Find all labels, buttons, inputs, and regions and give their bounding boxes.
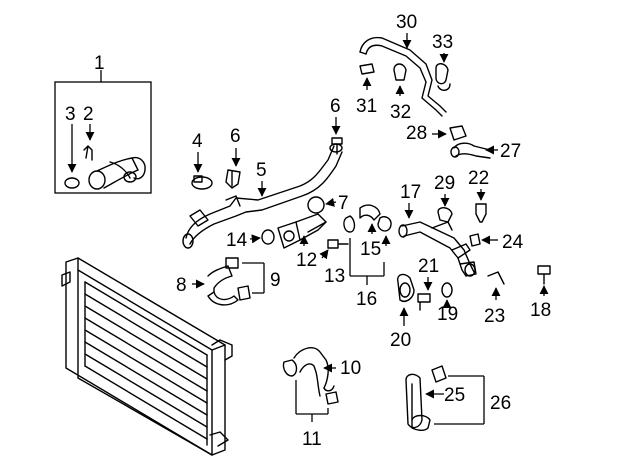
callout-8[interactable]: 8: [176, 275, 187, 296]
clamp-9-top: [225, 257, 239, 269]
clamp-11-top: [282, 359, 298, 377]
callout-5[interactable]: 5: [256, 160, 267, 181]
radiator-fins: [84, 281, 208, 446]
callout-2[interactable]: 2: [83, 104, 94, 125]
bolt-12: [327, 239, 349, 249]
thermostat-20: [396, 273, 415, 302]
callout-29[interactable]: 29: [434, 173, 455, 194]
seal-19: [441, 282, 453, 298]
callout-6-top[interactable]: 6: [330, 96, 341, 117]
bolt-6-top: [331, 137, 343, 155]
callout-18[interactable]: 18: [530, 300, 551, 321]
clamp-28: [449, 125, 467, 141]
callout-23[interactable]: 23: [484, 306, 505, 327]
callout-11[interactable]: 11: [302, 429, 322, 450]
callout-13[interactable]: 13: [324, 266, 345, 287]
callout-31[interactable]: 31: [356, 96, 377, 117]
callout-22[interactable]: 22: [468, 168, 489, 189]
clamp-11-bottom: [325, 391, 339, 405]
bracket-13-16: [349, 238, 385, 285]
callout-25[interactable]: 25: [444, 385, 465, 406]
short-hose: [359, 204, 381, 221]
callout-28[interactable]: 28: [406, 123, 427, 144]
clip: [83, 145, 93, 161]
callout-33[interactable]: 33: [432, 32, 453, 53]
callout-16[interactable]: 16: [356, 289, 377, 310]
radiator: [61, 257, 233, 456]
kit-hose: [88, 156, 146, 190]
callout-26[interactable]: 26: [490, 393, 511, 414]
bolt-18: [537, 265, 551, 285]
callout-17[interactable]: 17: [400, 182, 421, 203]
callout-24[interactable]: 24: [502, 232, 524, 253]
callout-32[interactable]: 32: [390, 102, 411, 123]
clip-31: [359, 63, 375, 75]
breather-pipe-30: [359, 36, 447, 117]
bolt-21: [417, 293, 431, 311]
coolant-pipe-17: [398, 221, 477, 277]
hose-27: [450, 142, 491, 159]
seal-ring: [64, 177, 80, 189]
callout-27[interactable]: 27: [500, 141, 521, 162]
clamp-26-bottom: [411, 414, 431, 431]
lower-hose-10: [293, 347, 335, 397]
callout-14[interactable]: 14: [226, 230, 248, 251]
callout-12[interactable]: 12: [296, 250, 317, 271]
bracket-9: [242, 262, 265, 294]
kit-box: [54, 81, 152, 194]
callout-6-left[interactable]: 6: [230, 126, 241, 147]
callout-21[interactable]: 21: [418, 256, 439, 277]
callout-19[interactable]: 19: [437, 304, 458, 325]
clamp-9-bottom: [237, 285, 251, 301]
callout-15[interactable]: 15: [360, 239, 381, 260]
callout-1[interactable]: 1: [94, 53, 105, 74]
clamp-4: [191, 175, 213, 190]
small-hose-8: [207, 265, 239, 306]
clamp-29: [437, 207, 453, 223]
clamp-33: [435, 63, 451, 91]
callout-4[interactable]: 4: [192, 131, 203, 152]
callout-7[interactable]: 7: [338, 193, 349, 214]
clamp-15: [377, 216, 392, 232]
kit-box-group: 1 3 2: [54, 53, 152, 194]
clamp-26-top: [431, 365, 447, 383]
seal-14: [261, 229, 275, 245]
clamp-32: [393, 63, 407, 81]
clip-24: [469, 233, 481, 247]
hose-25: [405, 373, 423, 429]
callout-20[interactable]: 20: [390, 330, 411, 351]
bolt-6-left: [225, 169, 241, 189]
o-ring-7: [307, 196, 325, 214]
callout-30[interactable]: 30: [396, 12, 417, 33]
bracket-26: [434, 375, 485, 425]
callout-10[interactable]: 10: [340, 358, 361, 379]
callout-9[interactable]: 9: [270, 270, 281, 291]
flange-housing: [277, 213, 327, 249]
bracket-11: [295, 380, 329, 422]
clip-23: [487, 271, 505, 285]
sensor-22: [475, 203, 487, 223]
coolant-pipe-5: [182, 143, 343, 249]
clamp-13: [343, 215, 356, 233]
callout-3[interactable]: 3: [65, 104, 76, 125]
